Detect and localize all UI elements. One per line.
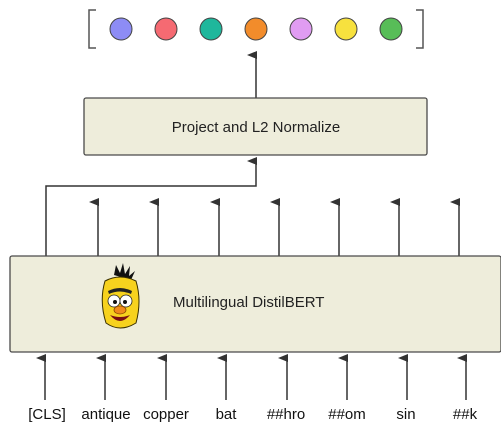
token-label: antique bbox=[81, 406, 131, 423]
token-label: ##hro bbox=[266, 406, 306, 423]
embedding-dot bbox=[199, 17, 223, 41]
embedding-dot bbox=[109, 17, 133, 41]
token-label: bat bbox=[215, 406, 237, 423]
embedding-dot bbox=[334, 17, 358, 41]
bert-muppet-icon bbox=[101, 263, 140, 329]
right-bracket bbox=[416, 9, 424, 49]
token-label: ##k bbox=[452, 406, 478, 423]
token-input-arrows bbox=[36, 354, 467, 400]
token-label: copper bbox=[143, 406, 189, 423]
encoder-label: Multilingual DistilBERT bbox=[173, 294, 324, 311]
projection-box bbox=[83, 97, 428, 156]
encoder-output-arrows bbox=[89, 198, 460, 256]
projection-label: Project and L2 Normalize bbox=[172, 119, 340, 136]
token-label: [CLS] bbox=[28, 406, 66, 423]
embedding-dot bbox=[154, 17, 178, 41]
token-label: ##om bbox=[328, 406, 366, 423]
left-bracket bbox=[88, 9, 96, 49]
embedding-dot bbox=[289, 17, 313, 41]
token-label: sin bbox=[396, 406, 416, 423]
cls-connector bbox=[45, 157, 257, 256]
embedding-vector bbox=[88, 9, 424, 49]
embedding-dot bbox=[244, 17, 268, 41]
embedding-dot bbox=[379, 17, 403, 41]
